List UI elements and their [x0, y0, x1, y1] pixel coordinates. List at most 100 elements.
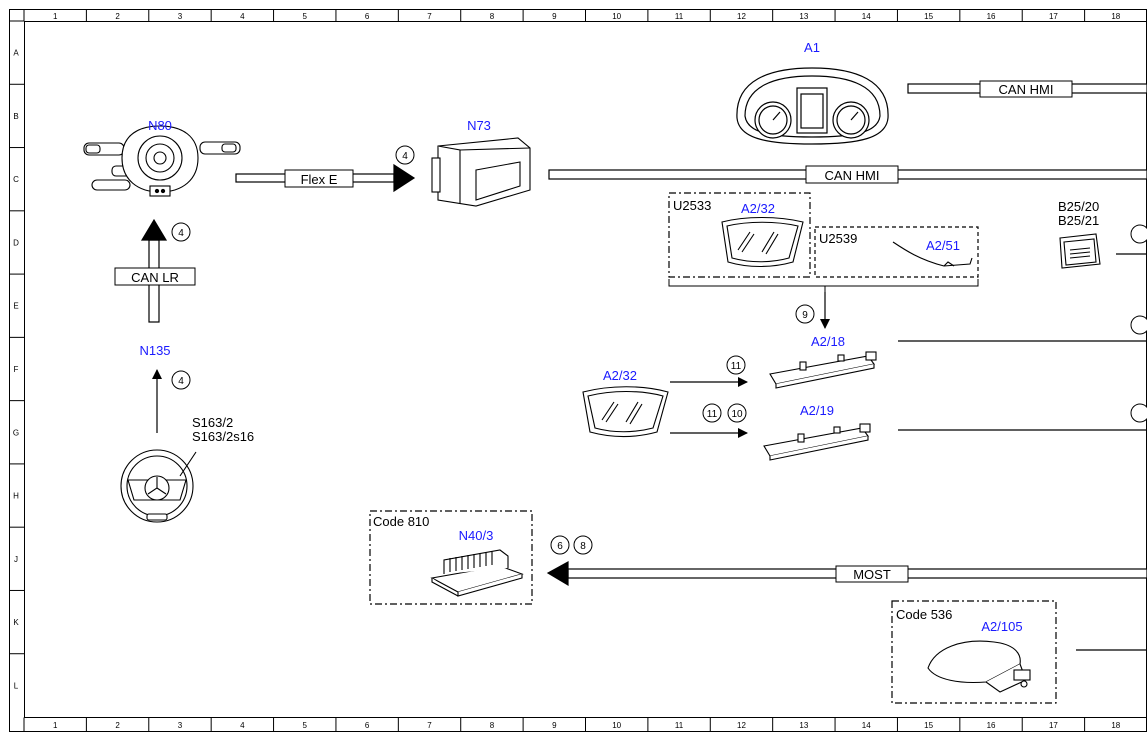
- ref-circle-n80-in: 4: [171, 222, 191, 242]
- grid-col-label: 13: [799, 12, 808, 21]
- diagram-inner-frame: [24, 21, 1147, 718]
- b25-21-label: B25/21: [1058, 213, 1099, 228]
- instrument-cluster-icon: [736, 67, 889, 145]
- steering-wheel-icon: [120, 449, 197, 523]
- grid-row-label: D: [13, 238, 19, 247]
- code-810-group-box: [369, 510, 533, 605]
- can-lr-label: CAN LR: [131, 270, 179, 285]
- a2-32-mid-label: A2/32: [603, 368, 637, 383]
- grid-col-label: 11: [675, 12, 684, 21]
- grid-row-label: B: [13, 112, 18, 121]
- most-label: MOST: [853, 567, 891, 582]
- edge-ref-circle-a2-18: [1130, 315, 1147, 335]
- a2-18-label: A2/18: [811, 334, 845, 349]
- grid-col-label: 15: [924, 12, 933, 21]
- grid-row-label: H: [13, 492, 19, 501]
- code-810-label: Code 810: [373, 514, 429, 529]
- grid-col-label: 4: [240, 721, 245, 730]
- svg-text:11: 11: [731, 361, 742, 372]
- b25-20-label: B25/20: [1058, 199, 1099, 214]
- steering-column-module-icon: [83, 125, 241, 197]
- ref-circle-a2-19-a: 11: [702, 403, 722, 423]
- u2539-group-box: [814, 226, 979, 278]
- grid-col-label: 12: [737, 721, 746, 730]
- grid-row-label: G: [13, 428, 19, 437]
- svg-text:4: 4: [178, 228, 184, 239]
- tuner-module-a2-18-icon: [769, 351, 877, 389]
- grid-row-label: L: [14, 681, 19, 690]
- diagram-frame: [9, 9, 1147, 732]
- grid-col-label: 2: [115, 721, 120, 730]
- grid-col-label: 1: [53, 12, 58, 21]
- ref-circle-n40-b: 8: [573, 535, 593, 555]
- a2-51-label: A2/51: [926, 238, 960, 253]
- s163-2s16-label: S163/2s16: [192, 429, 254, 444]
- grid-col-label: 15: [924, 721, 933, 730]
- svg-text:9: 9: [802, 310, 808, 321]
- sound-amplifier-icon: [430, 549, 524, 597]
- grid-col-label: 11: [675, 721, 684, 730]
- grid-col-label: 8: [490, 12, 495, 21]
- svg-text:4: 4: [402, 151, 408, 162]
- can-hmi-mid-label: CAN HMI: [825, 168, 880, 183]
- flex-e-label: Flex E: [301, 172, 338, 187]
- grid-col-label: 9: [552, 721, 557, 730]
- grid-col-label: 18: [1111, 12, 1120, 21]
- group-brace: [668, 279, 979, 292]
- tuner-module-a2-19-icon: [763, 423, 871, 461]
- n73-label: N73: [467, 118, 491, 133]
- ref-circle-a2-19-b: 10: [727, 403, 747, 423]
- u2533-label: U2533: [673, 198, 711, 213]
- grid-col-label: 3: [178, 721, 183, 730]
- grid-col-label: 9: [552, 12, 557, 21]
- grid-row-label: F: [14, 365, 19, 374]
- windshield-mid-icon: [582, 386, 669, 437]
- code-536-group-box: [891, 600, 1057, 704]
- grid-col-label: 7: [427, 12, 432, 21]
- a2-105-label: A2/105: [981, 619, 1022, 634]
- grid-col-label: 7: [427, 721, 432, 730]
- s163-2-label: S163/2: [192, 415, 233, 430]
- ref-circle-a2-18-side: 11: [726, 355, 746, 375]
- svg-text:10: 10: [731, 409, 743, 420]
- grid-col-label: 14: [862, 12, 871, 21]
- antenna-module-a2-105-icon: [927, 640, 1031, 693]
- u2533-group-box: [668, 192, 811, 278]
- svg-text:8: 8: [580, 541, 586, 552]
- a2-32-top-label: A2/32: [741, 201, 775, 216]
- ref-circle-a2-18-in: 9: [795, 304, 815, 324]
- a1-label: A1: [804, 40, 820, 55]
- antenna-wire-icon: [892, 241, 973, 267]
- ref-circle-n40-a: 6: [550, 535, 570, 555]
- grid-col-label: 12: [737, 12, 746, 21]
- grid-col-label: 10: [612, 721, 621, 730]
- can-hmi-mid-label-box: [805, 165, 899, 184]
- svg-text:4: 4: [178, 376, 184, 387]
- flex-e-label-box: [284, 169, 354, 188]
- grid-col-label: 17: [1049, 721, 1058, 730]
- can-lr-label-box: [114, 267, 196, 286]
- grid-col-label: 13: [799, 721, 808, 730]
- grid-row-label: A: [13, 49, 19, 58]
- grid-col-label: 2: [115, 12, 120, 21]
- n135-label: N135: [139, 343, 170, 358]
- ref-circle-n73-in: 4: [395, 145, 415, 165]
- sensor-b25-icon: [1059, 233, 1101, 269]
- grid-col-label: 1: [53, 721, 58, 730]
- svg-text:11: 11: [707, 409, 718, 420]
- a2-19-label: A2/19: [800, 403, 834, 418]
- n40-3-label: N40/3: [459, 528, 494, 543]
- grid-col-label: 6: [365, 12, 370, 21]
- grid-col-label: 8: [490, 721, 495, 730]
- grid-row-label: C: [13, 175, 19, 184]
- grid-row-label: J: [14, 555, 18, 564]
- edge-ref-circle-b25: [1130, 224, 1147, 244]
- can-hmi-top-label-box: [979, 80, 1073, 98]
- svg-text:6: 6: [557, 541, 563, 552]
- u2539-label: U2539: [819, 231, 857, 246]
- grid-col-label: 16: [987, 12, 996, 21]
- grid-col-label: 3: [178, 12, 183, 21]
